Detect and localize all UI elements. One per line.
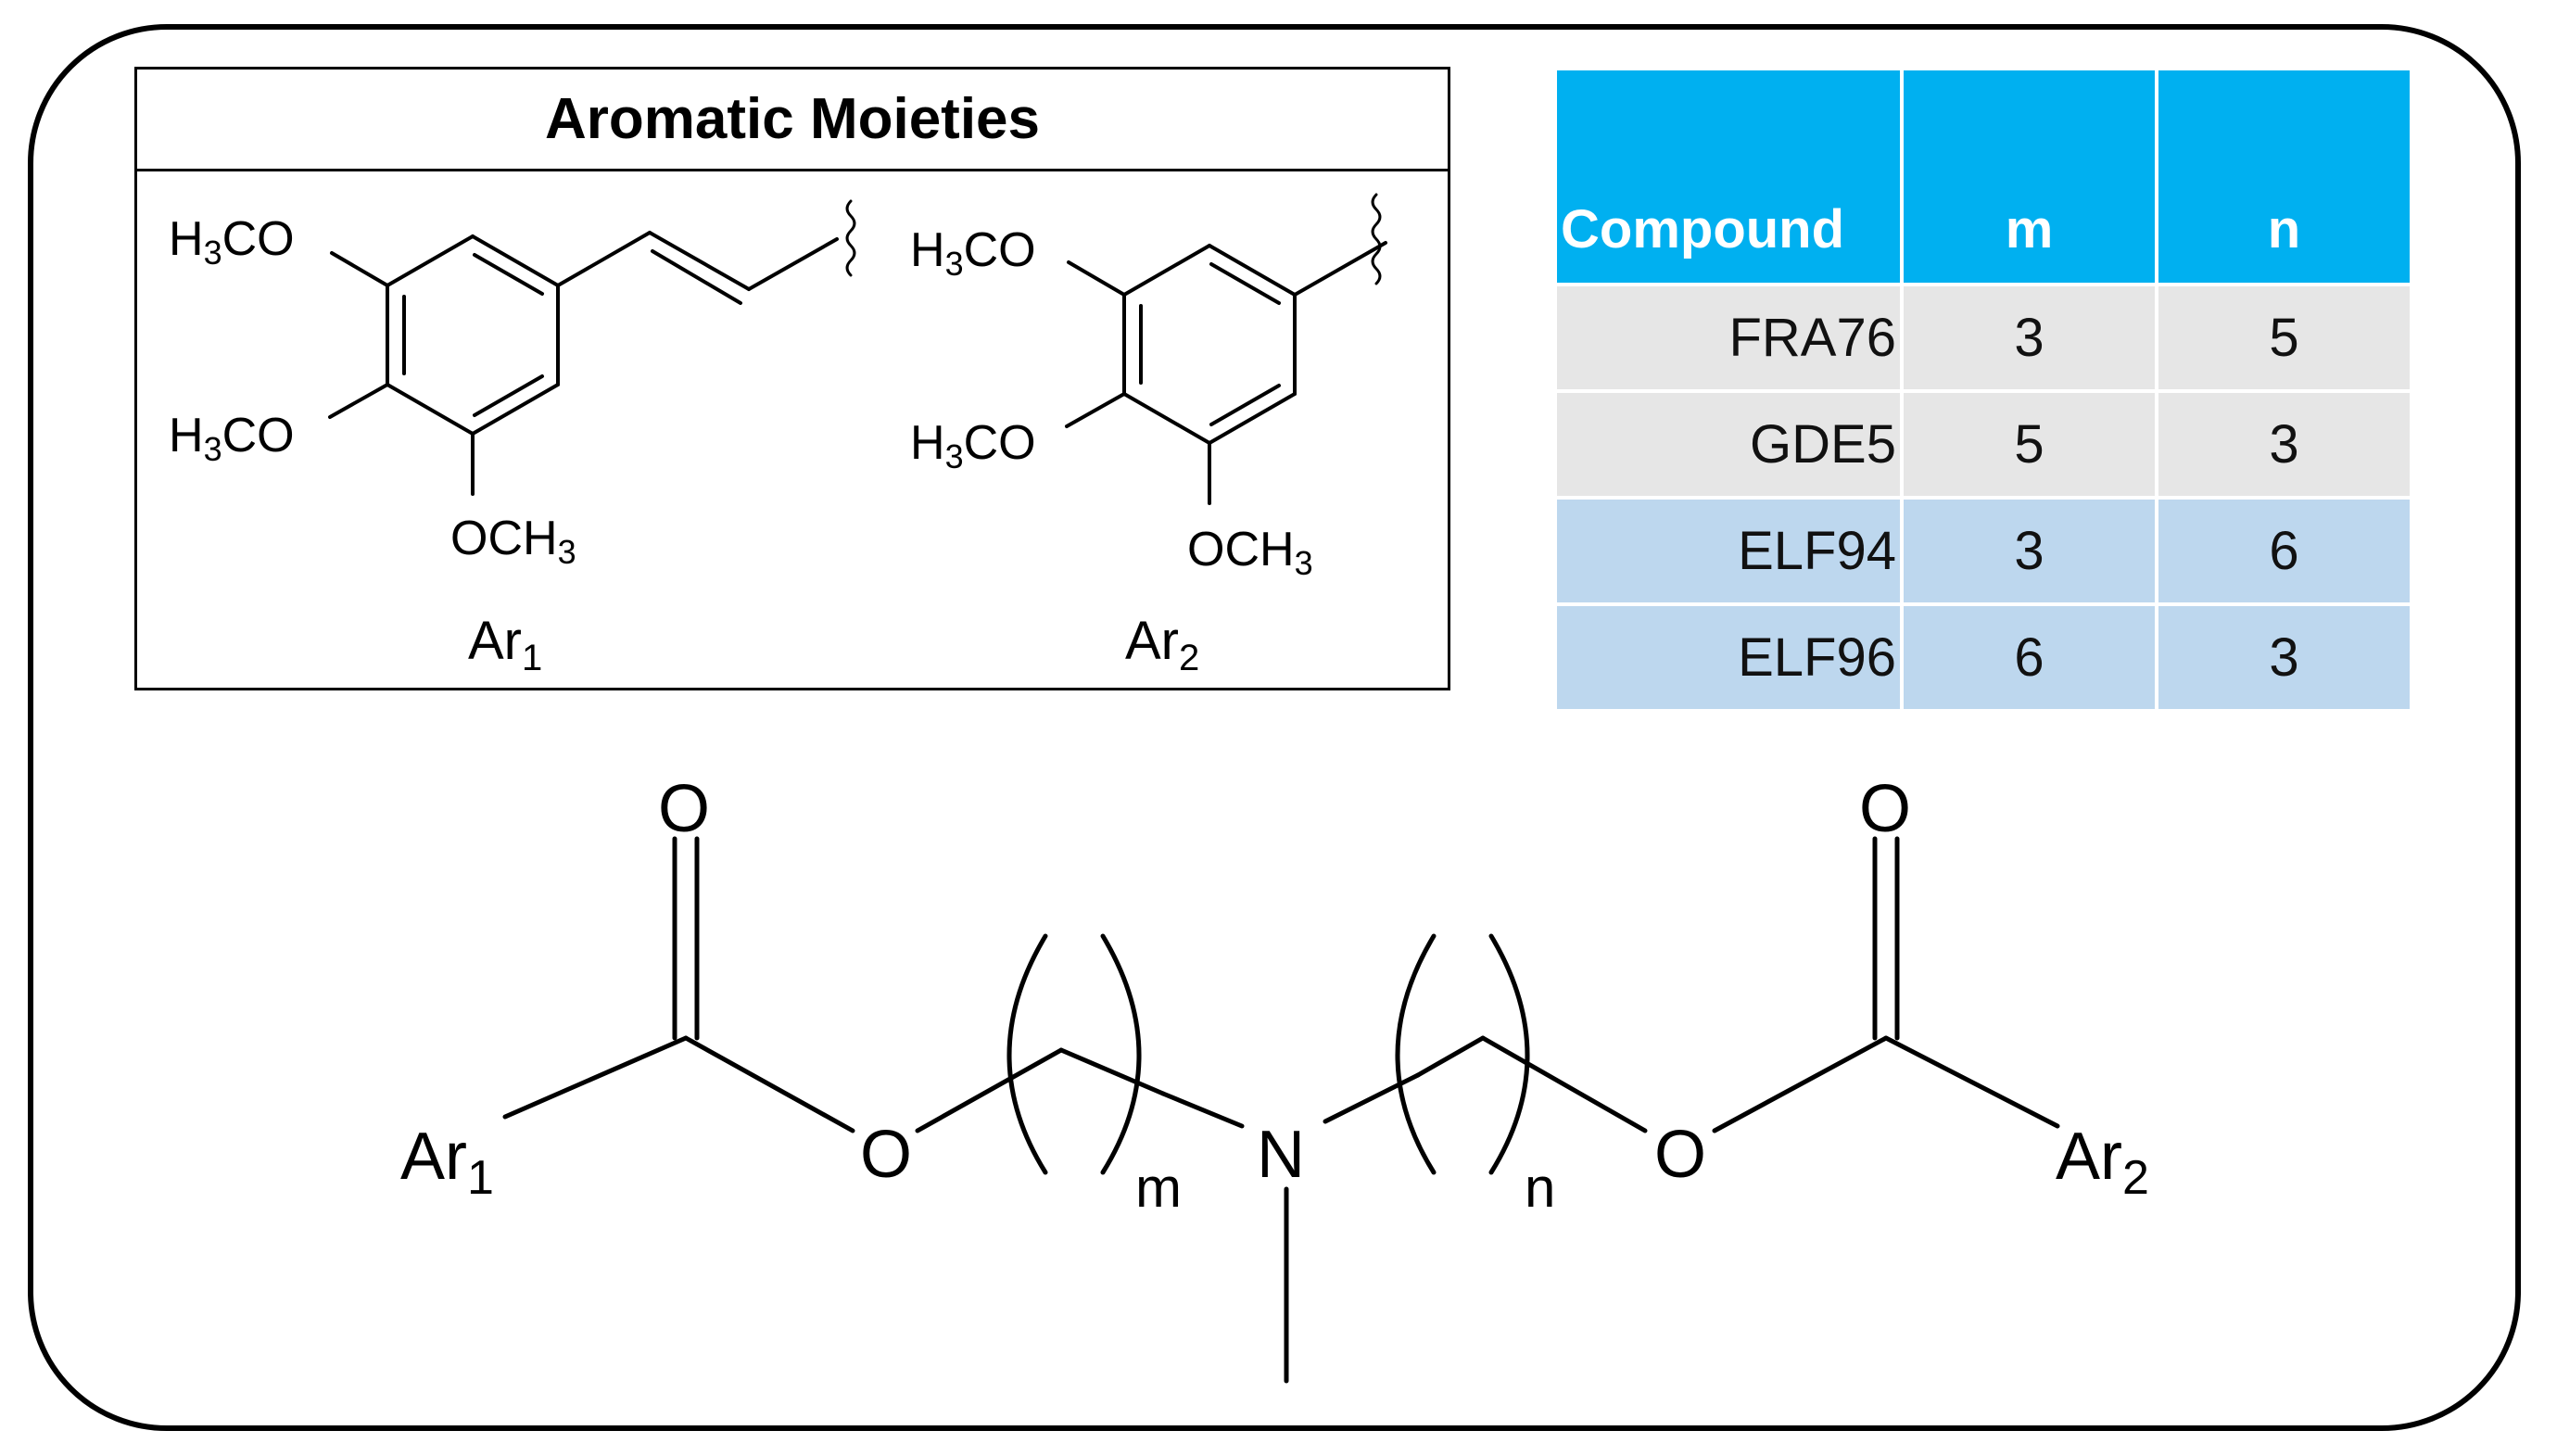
ar2-ring [1065,193,1387,505]
bond-m-n [1160,1091,1245,1129]
bond-ch2-ester [1480,1035,1648,1133]
aromatic-moieties-panel: Aromatic Moieties [134,67,1450,690]
n-subscript: n [1525,1157,1555,1219]
bracket-n-left [1395,933,1437,1175]
m-value: 6 [1900,602,2158,713]
table-row: ELF94 3 6 [1553,496,2413,606]
ar1-mid-methoxy: H3CO [169,409,295,468]
table-row: FRA76 3 5 [1553,283,2413,393]
bond-carbonyl-ar2 [1883,1035,2060,1129]
ar1-group: Ar1 [400,1120,494,1205]
table-row: GDE5 5 3 [1553,389,2413,500]
nitrogen-atom: N [1257,1118,1305,1192]
header-n: n [2155,67,2413,286]
header-m: m [1900,67,2158,286]
bond-ar1-carbonyl [502,1035,689,1120]
moiety-structures: H3CO H3CO OCH3 Ar1 H3CO H3CO OCH3 Ar2 [169,193,1387,678]
header-compound: Compound [1553,67,1904,286]
bracket-m-left [1006,933,1048,1175]
m-value: 3 [1900,496,2158,606]
bond-n-n [1323,1072,1421,1124]
m-subscript: m [1135,1157,1182,1219]
n-value: 5 [2155,283,2413,393]
ar2-mid-methoxy: H3CO [910,416,1036,475]
right-carbonyl-oxygen: O [1859,772,1911,846]
ar1-label: Ar1 [468,611,542,678]
ar2-top-methoxy: H3CO [910,223,1036,283]
bond-ester-ch2 [915,1047,1064,1133]
left-carbonyl-oxygen: O [658,772,710,846]
ar1-bottom-methoxy: OCH3 [450,512,576,571]
compound-name: ELF94 [1553,496,1904,606]
bond-n-ch2 [1415,1035,1486,1078]
compound-name: GDE5 [1553,389,1904,500]
bond-ester-carbonyl [1712,1035,1889,1133]
n-value: 3 [2155,602,2413,713]
bracket-m-right [1100,933,1142,1175]
ar2-bottom-methoxy: OCH3 [1187,523,1313,582]
n-value: 3 [2155,389,2413,500]
ar2-label: Ar2 [1125,611,1199,678]
ar2-group: Ar2 [2056,1120,2149,1205]
panel-title: Aromatic Moieties [137,70,1448,171]
left-ester-oxygen: O [860,1118,912,1192]
bond-carbonyl-ester [683,1035,855,1133]
table-row: ELF96 6 3 [1553,602,2413,713]
ar1-ring [328,199,856,496]
compound-table: Compound m n FRA76 3 5 GDE5 5 3 ELF94 3 … [1553,67,2413,713]
bond-ch2-m [1058,1047,1166,1096]
m-value: 3 [1900,283,2158,393]
bracket-n-right [1488,933,1530,1175]
ar1-top-methoxy: H3CO [169,212,295,272]
table-header-row: Compound m n [1553,67,2413,286]
m-value: 5 [1900,389,2158,500]
n-value: 6 [2155,496,2413,606]
compound-name: ELF96 [1553,602,1904,713]
compound-name: FRA76 [1553,283,1904,393]
right-ester-oxygen: O [1654,1118,1706,1192]
